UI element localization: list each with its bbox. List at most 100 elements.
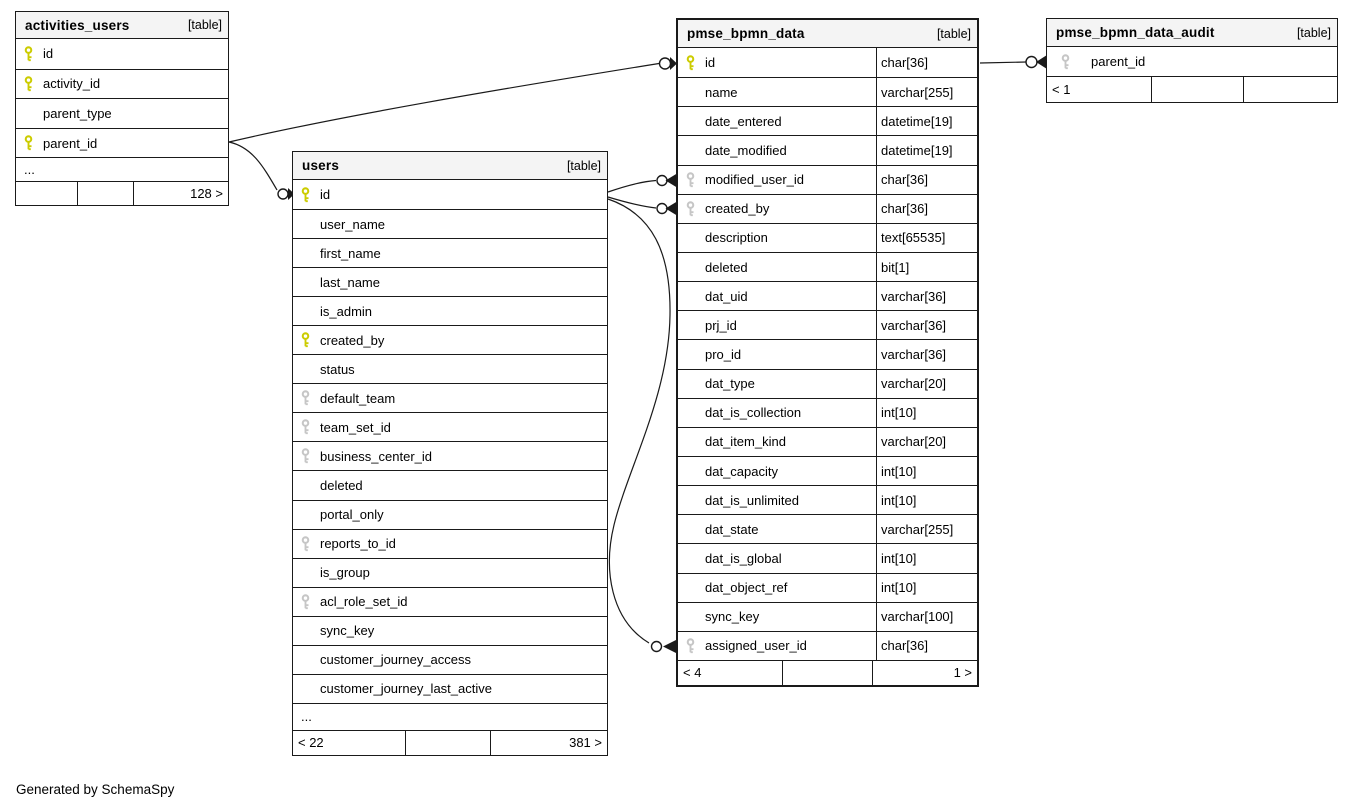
foreign-key-icon — [678, 171, 705, 188]
column-name: modified_user_id — [705, 172, 805, 188]
column-row-created_by: created_by — [293, 325, 607, 354]
relationship-circle-marker — [277, 188, 289, 200]
ellipsis-row: ... — [16, 157, 228, 181]
table-type-badge: [table] — [1296, 25, 1331, 40]
ellipsis-label: ... — [24, 162, 35, 178]
table-footer: < 22 381 > — [293, 729, 607, 755]
column-type: text[65535] — [876, 223, 977, 252]
column-name: date_modified — [705, 142, 787, 158]
column-type: datetime[19] — [876, 136, 977, 165]
foreign-key-icon — [678, 638, 705, 654]
footer-left-count: < 1 — [1047, 77, 1152, 102]
footer-middle-cell — [78, 182, 134, 206]
foreign-key-icon — [293, 593, 320, 610]
primary-key-icon — [16, 135, 43, 151]
relationship-line — [607, 179, 657, 193]
table-header[interactable]: activities_users [table] — [16, 12, 228, 39]
footer-middle-cell — [1152, 77, 1244, 102]
column-name: first_name — [320, 245, 381, 261]
column-name: is_group — [320, 565, 370, 581]
footer-middle-cell — [783, 660, 873, 685]
column-row-reports_to_id: reports_to_id — [293, 528, 607, 558]
table-type-badge: [table] — [566, 158, 601, 173]
column-row-customer_journey_access: customer_journey_access — [293, 644, 607, 674]
relationship-crowfoot-marker — [663, 639, 677, 654]
column-row-default_team: default_team — [293, 383, 607, 412]
column-name: created_by — [705, 201, 770, 217]
column-type: varchar[20] — [876, 427, 977, 456]
relationship-arrow-marker — [670, 57, 677, 70]
column-type: varchar[36] — [876, 282, 977, 311]
column-row-first_name: first_name — [293, 238, 607, 267]
relationship-line — [228, 141, 278, 191]
column-name: parent_id — [43, 135, 98, 151]
column-name: date_entered — [705, 113, 782, 129]
relationship-circle-marker — [650, 640, 663, 653]
footer-middle-cell — [406, 730, 491, 755]
relationship-line — [607, 198, 671, 644]
table-type-badge: [table] — [187, 18, 222, 32]
table-footer: < 1 — [1047, 76, 1337, 102]
column-name: team_set_id — [320, 419, 391, 435]
column-name: status — [320, 361, 355, 377]
column-type: datetime[19] — [876, 107, 977, 136]
column-name: deleted — [705, 259, 748, 275]
column-name: dat_is_collection — [705, 405, 802, 421]
column-name: dat_capacity — [705, 463, 778, 479]
column-name: pro_id — [705, 346, 742, 362]
column-name: parent_type — [43, 105, 112, 121]
column-type: varchar[100] — [876, 602, 977, 631]
table-header[interactable]: pmse_bpmn_data [table] — [678, 20, 977, 48]
footer-right-count — [1244, 77, 1337, 102]
column-row-activity_id: activity_id — [16, 68, 228, 99]
foreign-key-icon — [678, 201, 705, 217]
column-name: portal_only — [320, 507, 384, 523]
relationship-line — [228, 62, 660, 143]
relationship-line — [979, 61, 1027, 64]
column-row-date_modified: date_modified datetime[19] — [678, 135, 977, 165]
relationship-crowfoot-marker — [665, 201, 677, 216]
relationship-crowfoot-marker — [665, 173, 677, 188]
primary-key-icon — [16, 76, 43, 92]
column-row-portal_only: portal_only — [293, 499, 607, 529]
primary-key-icon — [16, 46, 43, 62]
foreign-key-icon — [293, 535, 320, 552]
footer-left-count: < 4 — [678, 660, 783, 685]
column-row-parent_id: parent_id — [1047, 47, 1337, 76]
column-row-id: id — [293, 180, 607, 209]
table-header[interactable]: pmse_bpmn_data_audit [table] — [1047, 19, 1337, 47]
column-name: customer_journey_last_active — [320, 681, 492, 697]
column-row-is_admin: is_admin — [293, 296, 607, 325]
foreign-key-icon — [293, 419, 320, 435]
column-type: int[10] — [876, 486, 977, 515]
column-type: bit[1] — [876, 252, 977, 282]
relationship-crowfoot-marker — [1036, 55, 1047, 69]
column-name: business_center_id — [320, 448, 433, 464]
column-name: created_by — [320, 332, 385, 348]
column-type: char[36] — [876, 48, 977, 78]
generated-by-note: Generated by SchemaSpy — [16, 782, 175, 797]
column-row-id: id — [16, 39, 228, 69]
table-header[interactable]: users [table] — [293, 152, 607, 180]
column-row-sync_key: sync_key — [293, 615, 607, 645]
table-title: users — [302, 158, 340, 173]
table-title: pmse_bpmn_data — [687, 26, 805, 41]
footer-left-count — [16, 182, 78, 206]
foreign-key-icon — [293, 448, 320, 464]
column-row-deleted: deleted bit[1] — [678, 251, 977, 282]
primary-key-icon — [678, 54, 705, 71]
column-row-date_entered: date_entered datetime[19] — [678, 106, 977, 136]
table-title: activities_users — [25, 17, 130, 33]
primary-key-icon — [293, 332, 320, 348]
column-row-customer_journey_last_active: customer_journey_last_active — [293, 673, 607, 703]
column-name: default_team — [320, 390, 396, 406]
table-footer: < 4 1 > — [678, 659, 977, 685]
column-row-last_name: last_name — [293, 267, 607, 296]
column-name: id — [705, 55, 716, 71]
column-type: varchar[20] — [876, 369, 977, 398]
column-name: activity_id — [43, 76, 101, 92]
